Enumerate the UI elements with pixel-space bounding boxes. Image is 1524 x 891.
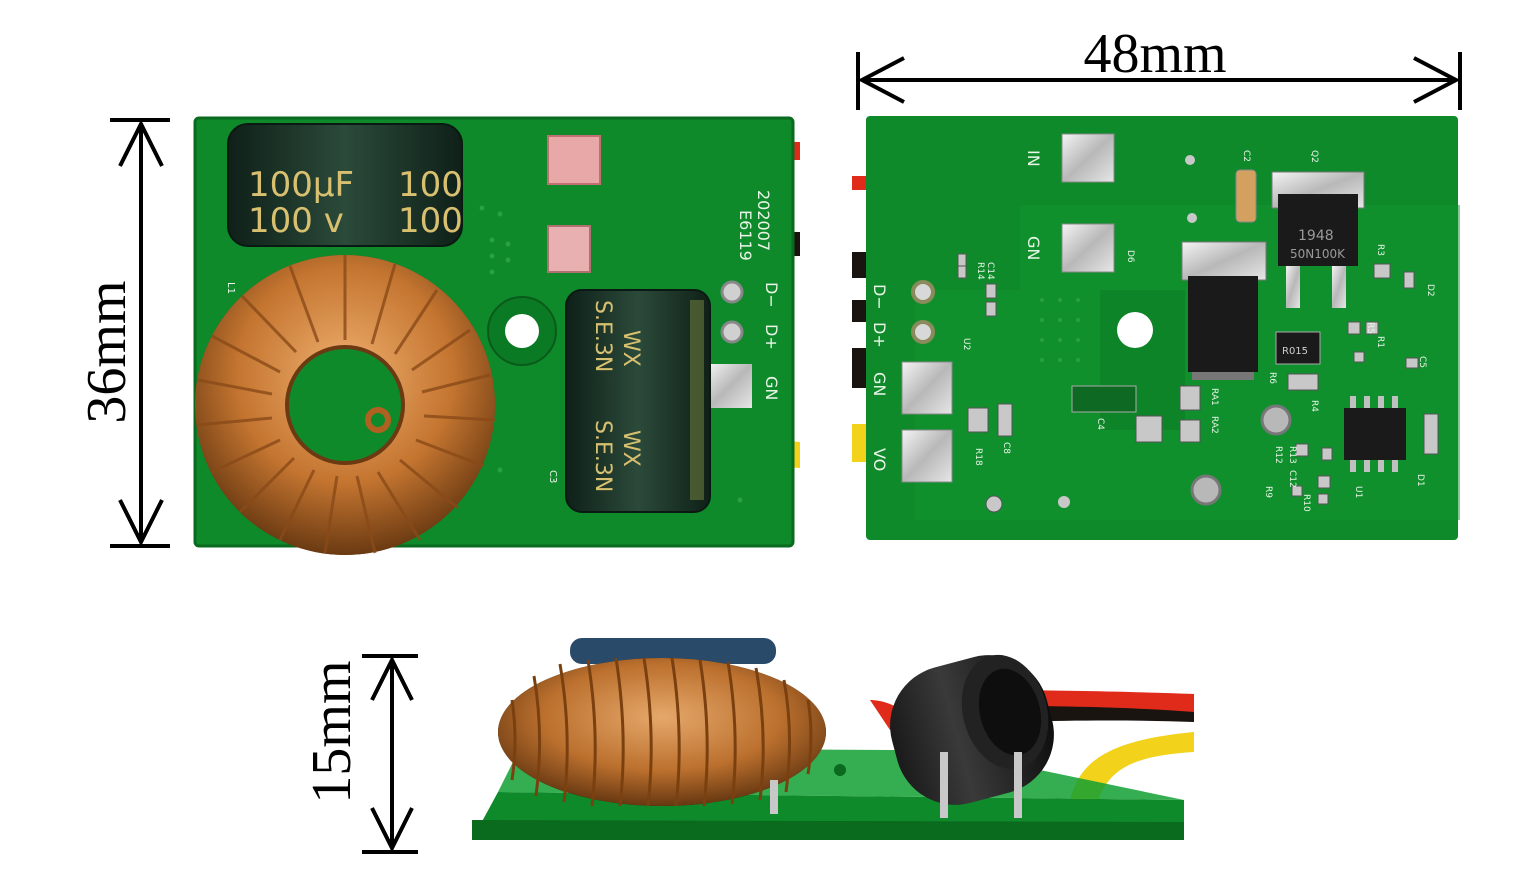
silk-r9: R9	[1263, 486, 1273, 498]
cap-c2	[1235, 169, 1257, 223]
smd-parts	[957, 253, 1439, 505]
silk-d1: D1	[1415, 474, 1425, 487]
silk-c12: C12	[1287, 470, 1297, 488]
cap-top-label-3: 100 v	[248, 201, 344, 241]
silk-pin-dminus: D−	[762, 282, 781, 308]
side-board	[472, 638, 1194, 840]
cap-top-label-4: 100	[398, 201, 463, 241]
silk-r14: R14	[975, 262, 985, 280]
resistor-r015	[1275, 331, 1321, 365]
silk-label-e: E6119	[736, 210, 755, 261]
transistor-q2: 1948 50N100K	[1271, 171, 1365, 308]
front-board: E6119 202007 D− D+ GN C3 L1 100µF 100 10…	[193, 116, 800, 555]
side-cap-small	[570, 638, 776, 664]
side-cap-electrolytic	[890, 654, 1054, 818]
mount-hole-back	[1117, 312, 1153, 348]
pad-vo	[901, 429, 953, 483]
silk-ra2: RA2	[1209, 416, 1219, 434]
via-back-dminus	[911, 280, 935, 304]
cap-c4	[1071, 385, 1137, 413]
silk-l1: L1	[225, 282, 236, 294]
cap-top-label-2: 100	[398, 165, 463, 205]
silk-r13: R13	[1287, 446, 1297, 464]
toroid-inductor-side	[498, 657, 826, 814]
silk-pad-gn-top: GN	[1024, 236, 1043, 260]
silk-r18: R18	[973, 448, 983, 466]
q2-marking-2: 50N100K	[1290, 247, 1346, 261]
via-dminus	[720, 280, 744, 304]
toroid-inductor-front	[195, 255, 496, 555]
silk-pin-dplus: D+	[762, 324, 781, 350]
capacitor-mid: S.E.3N WX S.E.3N WX	[565, 289, 711, 513]
dimension-15mm: 15mm	[301, 654, 418, 854]
stub-black-3	[852, 348, 868, 388]
test-point-5	[1187, 213, 1197, 223]
silk-pin-gn: GN	[762, 376, 781, 400]
cap-top-label-1: 100µF	[248, 165, 354, 205]
silk-r6: R6	[1267, 372, 1277, 384]
silk-r3: R3	[1375, 244, 1385, 256]
mount-hole-front	[505, 314, 539, 348]
silk-c3: C3	[547, 470, 558, 483]
test-point-2	[1190, 474, 1222, 506]
silk-r5: R5	[1365, 322, 1375, 334]
silk-q2: Q2	[1309, 150, 1319, 163]
stub-black-2	[852, 300, 868, 322]
via-back-dplus	[911, 320, 935, 344]
cap-mid-label-2: WX	[618, 330, 643, 367]
silk-r12: R12	[1273, 446, 1283, 464]
dimension-36mm: 36mm	[76, 118, 170, 548]
via-dplus	[720, 320, 744, 344]
stub-yellow	[852, 424, 868, 462]
silk-d6: D6	[1125, 250, 1135, 263]
stub-red	[852, 176, 868, 190]
test-point-3	[985, 495, 1003, 513]
pad-in	[1061, 133, 1115, 183]
cap-mid-label-3: S.E.3N	[590, 420, 615, 492]
silk-r4: R4	[1309, 400, 1319, 412]
silk-c4: C4	[1095, 418, 1105, 430]
silk-pad-dplus: D+	[870, 322, 889, 348]
silk-r1: R1	[1375, 336, 1385, 348]
silk-u1: U1	[1353, 486, 1363, 498]
silk-u2: U2	[961, 338, 971, 350]
silk-pad-gn: GN	[870, 372, 889, 396]
stub-black-1	[852, 252, 868, 278]
silk-c5: C5	[1417, 356, 1427, 368]
cap-mid-label-1: S.E.3N	[590, 300, 615, 372]
back-board: IN GN D− D+ GN VO 1948 50N100K R015	[852, 116, 1460, 540]
diode-d6	[1181, 241, 1267, 380]
silk-pad-vo: VO	[870, 448, 889, 471]
silk-d2: D2	[1425, 284, 1435, 297]
back-silkscreen: C2 Q2 D6 R3 D2 R5 R1 C5 C14 R14 U2 R6 R4…	[961, 150, 1435, 512]
test-point-6	[1185, 155, 1195, 165]
silk-r10: R10	[1301, 494, 1311, 512]
dimension-label-36mm: 36mm	[76, 280, 138, 423]
test-point-4	[1058, 496, 1070, 508]
dimension-label-15mm: 15mm	[301, 660, 363, 803]
pad-gn-front	[708, 364, 752, 408]
silk-c14: C14	[985, 262, 995, 280]
dimension-label-48mm: 48mm	[1083, 23, 1226, 85]
silk-pad-in: IN	[1024, 150, 1043, 167]
silk-c2: C2	[1241, 150, 1251, 162]
silk-label-date: 202007	[754, 190, 773, 251]
pad-gn	[901, 361, 953, 415]
vias-front	[479, 205, 743, 503]
silk-pad-dminus: D−	[870, 284, 889, 310]
cap-mid-label-4: WX	[618, 430, 643, 467]
pad-red	[547, 135, 601, 185]
pad-black	[547, 225, 591, 273]
silk-c8: C8	[1001, 442, 1011, 454]
pad-gn-top	[1061, 223, 1115, 273]
test-point-1	[1260, 404, 1292, 436]
dimension-48mm: 48mm	[856, 23, 1462, 110]
ic-u1	[1344, 396, 1406, 472]
capacitor-top: 100µF 100 100 v 100	[227, 123, 463, 247]
vias-back	[1040, 298, 1080, 362]
q2-marking-1: 1948	[1298, 228, 1334, 244]
r015-marking: R015	[1282, 346, 1308, 357]
silk-ra1: RA1	[1209, 388, 1219, 406]
